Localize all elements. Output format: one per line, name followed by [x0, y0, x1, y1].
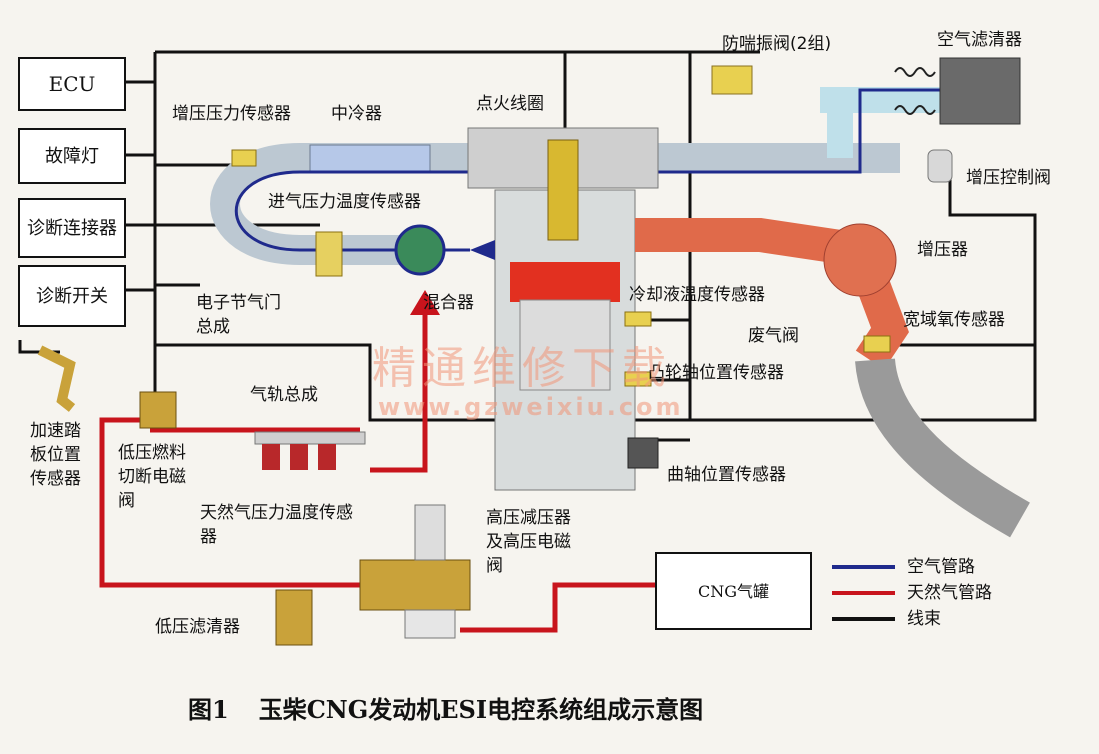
label-lp-valve-2: 切断电磁: [118, 467, 186, 487]
label-throttle-2: 总成: [196, 317, 230, 337]
legend-label-air: 空气管路: [907, 557, 975, 577]
boost-sensor-graphic: [231, 149, 257, 167]
air-filter-graphic: [939, 57, 1021, 125]
boost-control-valve-graphic: [927, 149, 953, 183]
gas-line: [99, 310, 655, 633]
label-throttle-1: 电子节气门: [196, 293, 281, 313]
label-boost-control-valve: 增压控制阀: [966, 168, 1051, 188]
watermark-text: 精通维修下载: [372, 343, 672, 394]
label-gas-pt-sensor-2: 器: [200, 527, 217, 547]
ecu-box: ECU: [18, 57, 126, 111]
lp-filter-graphic: [275, 589, 313, 646]
label-intercooler: 中冷器: [331, 104, 382, 124]
label-lp-valve-3: 阀: [118, 491, 135, 511]
legend-label-gas: 天然气管路: [907, 583, 992, 603]
label-hp-regulator-2: 及高压电磁: [486, 532, 571, 552]
exhaust-pipe: [855, 357, 1030, 538]
turbo-graphic: [823, 223, 897, 297]
intake-flow-arrow: [470, 240, 495, 260]
label-mixer: 混合器: [423, 293, 474, 313]
ignition-coil-graphic: [547, 139, 579, 241]
hp-regulator-graphic: [359, 559, 471, 611]
combustion-chamber: [510, 262, 620, 302]
crank-sensor-graphic: [627, 437, 659, 469]
piston: [519, 299, 611, 391]
label-ignition-coil: 点火线圈: [476, 94, 544, 114]
label-boost-pressure-sensor: 增压压力传感器: [172, 104, 291, 124]
rail-graphic: [254, 431, 366, 445]
gas-flow-arrow: [410, 290, 440, 315]
label-intake-pt-sensor: 进气压力温度传感器: [268, 192, 421, 212]
label-hp-regulator-3: 阀: [486, 556, 503, 576]
label-gas-pt-sensor-1: 天然气压力温度传感: [200, 503, 353, 523]
label-coolant-temp-sensor: 冷却液温度传感器: [629, 285, 765, 305]
label-lp-valve-1: 低压燃料: [118, 443, 186, 463]
label-pedal-1: 加速踏: [30, 421, 81, 441]
label-pedal-3: 传感器: [30, 469, 81, 489]
cng-tank-box: CNG气罐: [655, 552, 812, 630]
label-rail: 气轨总成: [250, 385, 318, 405]
figure-number: 图1: [188, 695, 229, 724]
lp-valve-graphic: [139, 391, 177, 429]
label-wideband-o2: 宽域氧传感器: [903, 310, 1005, 330]
cam-sensor-graphic: [624, 371, 652, 387]
diag-switch-box: 诊断开关: [18, 265, 126, 327]
label-wastegate: 废气阀: [748, 326, 799, 346]
label-cam-sensor: 凸轮轴位置传感器: [648, 363, 784, 383]
legend-label-wire: 线束: [907, 609, 941, 629]
fault-lamp-box: 故障灯: [18, 128, 126, 184]
mixer-graphic: [394, 224, 446, 276]
label-turbocharger: 增压器: [917, 240, 968, 260]
throttle-graphic: [315, 231, 343, 277]
figure-title: 玉柴CNG发动机ESI电控系统组成示意图: [258, 695, 704, 724]
label-air-filter: 空气滤清器: [937, 30, 1022, 50]
label-pedal-2: 板位置: [30, 445, 81, 465]
coolant-sensor-graphic: [624, 311, 652, 327]
label-crank-sensor: 曲轴位置传感器: [667, 465, 786, 485]
figure-caption: 图1 玉柴CNG发动机ESI电控系统组成示意图: [188, 690, 703, 725]
diag-connector-box: 诊断连接器: [18, 198, 126, 258]
pedal-graphic: [37, 345, 76, 412]
label-lp-filter: 低压滤清器: [155, 617, 240, 637]
watermark-url: www.gzweixiu.com: [378, 393, 684, 421]
label-anti-surge-valve: 防喘振阀(2组): [722, 34, 832, 54]
wideband-o2-graphic: [863, 335, 891, 353]
label-hp-regulator-1: 高压减压器: [486, 508, 571, 528]
anti-surge-valve-graphic: [711, 65, 753, 95]
